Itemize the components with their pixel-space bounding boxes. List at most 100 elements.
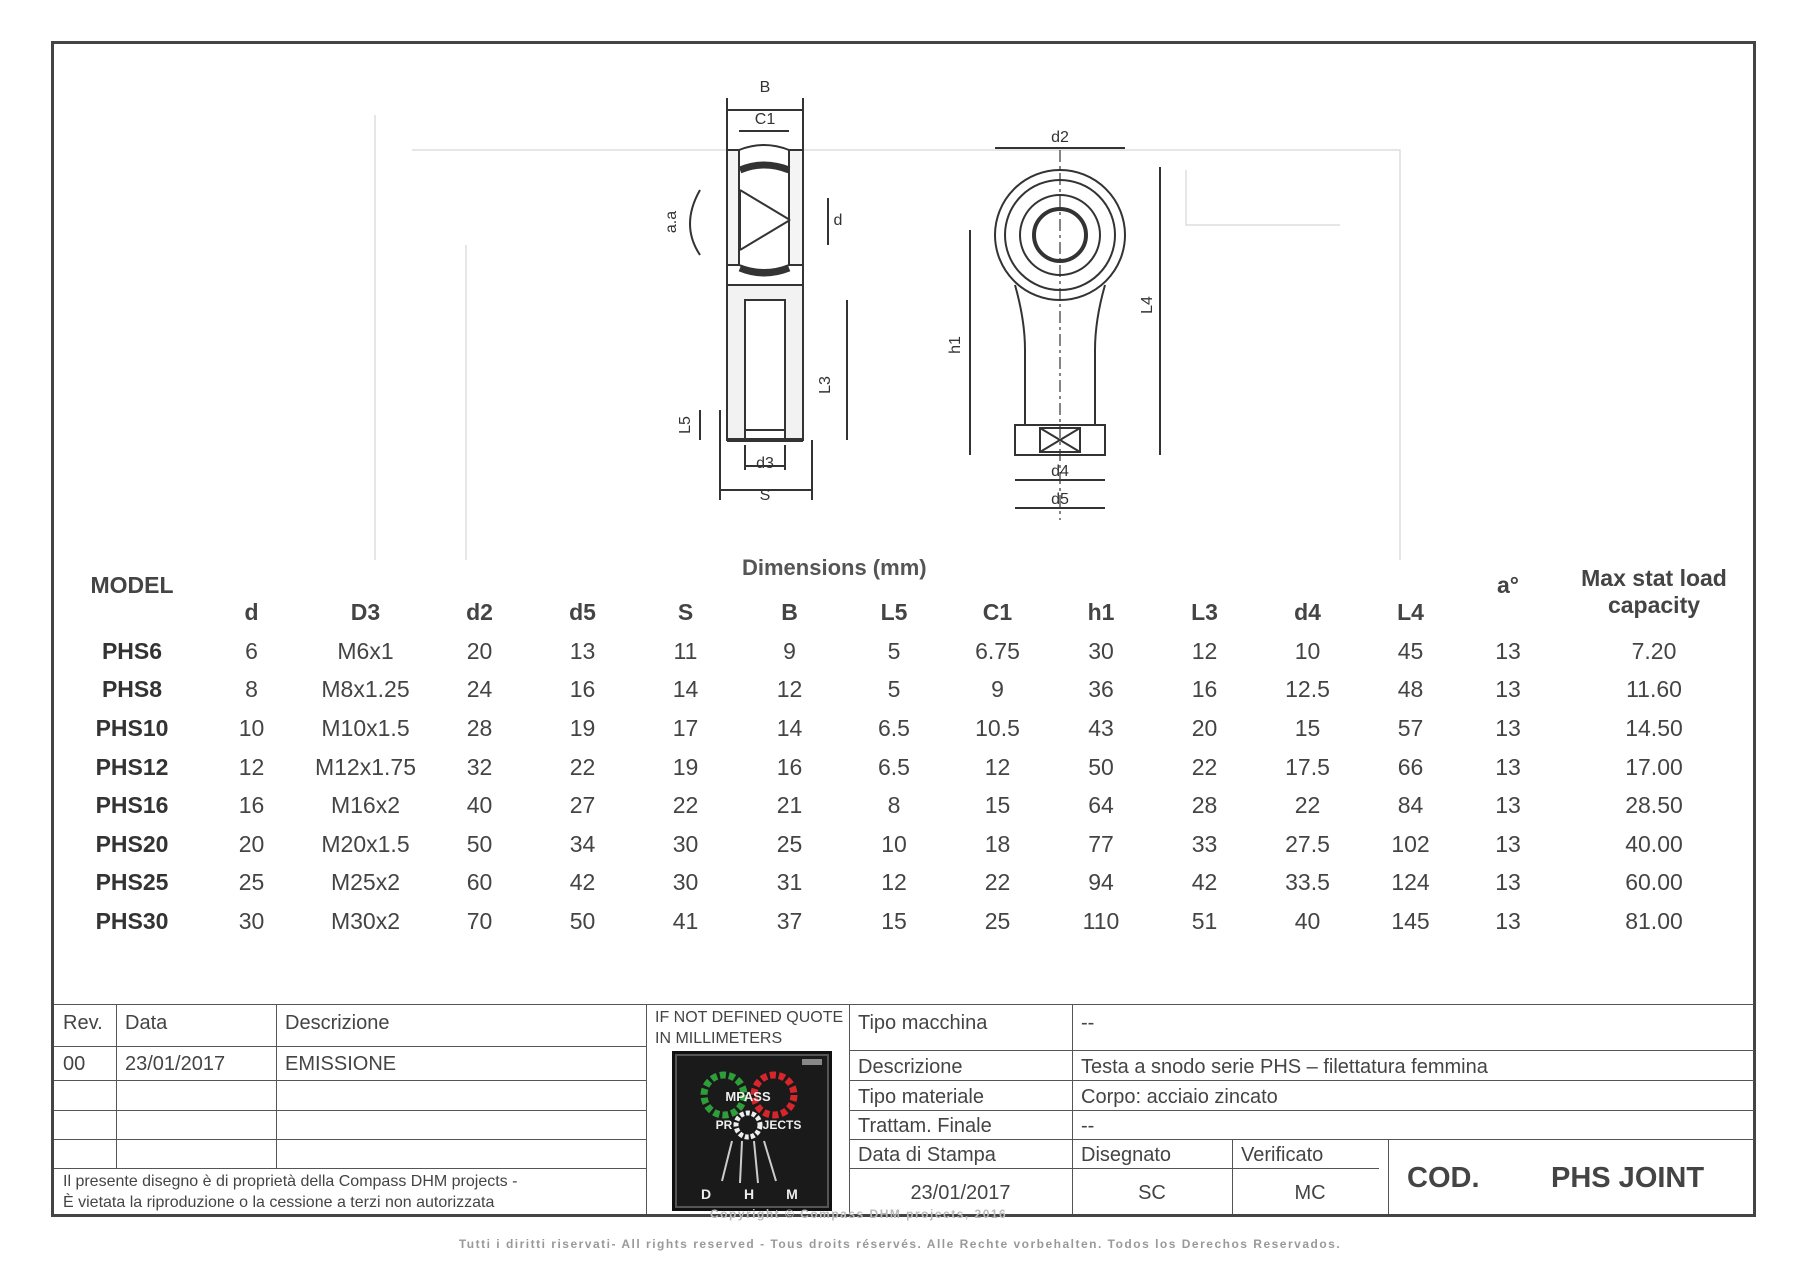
table-cell: 30 [672, 830, 699, 857]
model-cell: PHS8 [101, 676, 163, 703]
table-cell: 13 [1495, 792, 1521, 819]
col-header-d2: d2 [466, 598, 493, 625]
copyright-text: Copyright © Compass DHM projects, 2016 [710, 1207, 1008, 1221]
table-cell: 16 [569, 676, 596, 703]
table-cell: 11.60 [1626, 676, 1682, 703]
table-cell: M6x1 [337, 637, 394, 664]
table-cell: 77 [1088, 830, 1114, 857]
col-header-S: S [677, 598, 694, 625]
table-cell: 19 [672, 753, 699, 780]
descrizione-col-label: Descrizione [285, 1012, 390, 1034]
table-cell: 28.50 [1625, 792, 1683, 819]
model-cell: PHS12 [95, 753, 169, 780]
logo-text-pr: PR [716, 1118, 733, 1132]
data-label: Data [125, 1012, 168, 1034]
table-cell: 33.5 [1285, 869, 1330, 896]
data-stampa-value: 23/01/2017 [910, 1182, 1011, 1204]
table-cell: 40 [466, 792, 493, 819]
table-cell: 15 [881, 907, 907, 934]
table-cell: 14.50 [1625, 714, 1683, 741]
logo-letter-d: D [701, 1186, 711, 1202]
table-cell: 19 [569, 714, 596, 741]
col-header-L4: L4 [1397, 598, 1424, 625]
load-header-line2: capacity [1607, 592, 1701, 618]
dim-label-d5: d5 [1051, 491, 1069, 508]
dim-label-h1: h1 [947, 336, 964, 354]
dim-label-L3: L3 [817, 376, 834, 394]
table-cell: 28 [466, 714, 493, 741]
table-cell: 5 [887, 637, 901, 664]
table-cell: 17.00 [1625, 753, 1683, 780]
dim-label-L5: L5 [677, 416, 694, 434]
table-cell: 51 [1191, 907, 1218, 934]
table-cell: 15 [1294, 714, 1321, 741]
model-cell: PHS6 [101, 637, 163, 664]
table-cell: 8 [887, 792, 901, 819]
table-cell: 12 [984, 753, 1011, 780]
logo-letter-m: M [786, 1186, 798, 1202]
table-cell: 22 [1294, 792, 1321, 819]
technical-drawing: B C1 d a.a L3 L5 d3 S d2 h1 L4 d4 d5 [374, 79, 1401, 560]
table-cell: 22 [569, 753, 596, 780]
disegnato-value: SC [1138, 1182, 1166, 1204]
col-header-B: B [781, 598, 798, 625]
table-cell: 22 [672, 792, 699, 819]
table-cell: 10 [238, 714, 265, 741]
tipo-materiale-label: Tipo materiale [858, 1086, 984, 1108]
dim-label-L4: L4 [1139, 296, 1156, 314]
table-cell: 145 [1391, 907, 1430, 934]
table-cell: 33 [1191, 830, 1218, 857]
logo-letter-h: H [744, 1186, 754, 1202]
table-cell: 20 [1191, 714, 1218, 741]
table-cell: 17 [672, 714, 699, 741]
table-cell: 9 [991, 676, 1004, 703]
compass-dhm-logo: MPASS PR JECTS D H M [672, 1051, 832, 1211]
quote-note-1: IF NOT DEFINED QUOTE [655, 1009, 844, 1026]
table-cell: 57 [1397, 714, 1424, 741]
table-cell: 27.5 [1285, 830, 1330, 857]
table-cell: 12 [238, 753, 265, 780]
dim-label-S: S [760, 487, 771, 504]
table-cell: 10 [881, 830, 907, 857]
cod-value: PHS JOINT [1551, 1162, 1705, 1194]
table-cell: 17.5 [1285, 753, 1330, 780]
table-cell: 11 [673, 637, 698, 664]
table-cell: M30x2 [330, 907, 401, 934]
model-cell: PHS10 [95, 714, 169, 741]
tipo-macchina-value: -- [1081, 1012, 1095, 1034]
dim-label-C1: C1 [755, 111, 776, 128]
table-cell: 25 [984, 907, 1011, 934]
col-header-d4: d4 [1294, 598, 1321, 625]
table-cell: 6.75 [975, 637, 1020, 664]
drawing-sheet-frame [51, 41, 1756, 1217]
table-cell: M16x2 [330, 792, 401, 819]
table-cell: 14 [672, 676, 699, 703]
table-cell: 14 [776, 714, 803, 741]
table-cell: 5 [887, 676, 901, 703]
table-cell: 64 [1088, 792, 1114, 819]
trattam-finale-label: Trattam. Finale [858, 1115, 992, 1137]
table-cell: 42 [1191, 869, 1218, 896]
dim-label-d3: d3 [756, 455, 774, 472]
table-cell: 8 [245, 676, 258, 703]
table-cell: 12 [776, 676, 803, 703]
table-cell: 41 [672, 907, 699, 934]
table-cell: 6.5 [878, 714, 910, 741]
property-note-2: È vietata la riproduzione o la cessione … [63, 1194, 495, 1211]
table-cell: 18 [984, 830, 1011, 857]
rights-reserved-footer: Tutti i diritti riservati- All rights re… [458, 1237, 1342, 1251]
col-header-L3: L3 [1191, 598, 1218, 625]
table-cell: 60 [466, 869, 493, 896]
table-cell: 48 [1397, 676, 1424, 703]
title-block: Rev. Data Descrizione 00 23/01/2017 EMIS… [54, 1004, 1754, 1214]
rev-value: 00 [63, 1053, 86, 1075]
table-cell: 124 [1391, 869, 1430, 896]
table-cell: 13 [1495, 714, 1521, 741]
table-cell: 43 [1088, 714, 1114, 741]
table-cell: 13 [1495, 637, 1521, 664]
table-cell: 13 [1495, 869, 1521, 896]
